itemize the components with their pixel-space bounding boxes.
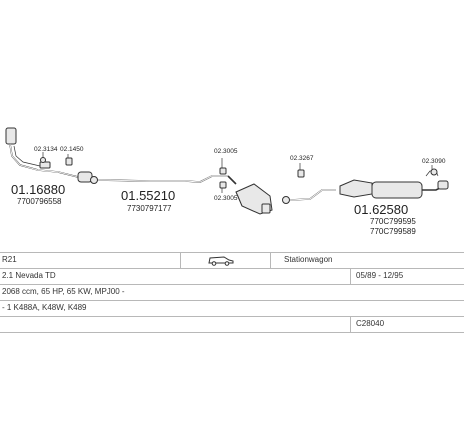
info-row-engine: 2068 ccm, 65 HP, 65 KW, MPJ00 - xyxy=(0,284,464,300)
part-number-1: 01.16880 xyxy=(11,182,65,197)
part-number-3: 01.62580 xyxy=(354,202,408,217)
model-text: R21 xyxy=(2,255,17,264)
part-oem-1: 7700796558 xyxy=(17,197,62,206)
part-oem-2: 7730797177 xyxy=(127,204,172,213)
body-type-text: Stationwagon xyxy=(284,255,333,264)
station-wagon-icon xyxy=(208,254,234,271)
vehicle-info-table: R21 Stationwagon 2.1 Nevada TD 05/89 - 1… xyxy=(0,252,464,333)
center-pipe-drawing xyxy=(90,175,228,184)
info-row-codes: - 1 K488A, K48W, K489 xyxy=(0,300,464,316)
connector-pipe-drawing xyxy=(282,189,336,204)
middle-silencer-drawing xyxy=(227,175,273,215)
engine-codes-text: - 1 K488A, K48W, K489 xyxy=(2,303,87,312)
front-pipe-drawing xyxy=(5,127,93,183)
engine-text: 2068 ccm, 65 HP, 65 KW, MPJ00 - xyxy=(2,287,125,296)
fitting-label-5: 02.3267 xyxy=(290,155,314,162)
rear-silencer-drawing xyxy=(339,170,449,199)
info-row-ref: C28040 xyxy=(0,316,464,333)
exhaust-system-diagram: 02.3134 02.1450 02.3005 02.3005 02.3267 … xyxy=(5,127,449,236)
fitting-label-2: 02.1450 xyxy=(60,146,84,153)
fitting-label-1: 02.3134 xyxy=(34,146,58,153)
info-row-variant: 2.1 Nevada TD 05/89 - 12/95 xyxy=(0,268,464,284)
production-dates: 05/89 - 12/95 xyxy=(356,271,404,280)
fitting-label-6: 02.3090 xyxy=(422,158,446,165)
variant-text: 2.1 Nevada TD xyxy=(2,271,56,280)
info-row-model: R21 Stationwagon xyxy=(0,252,464,268)
reference-code: C28040 xyxy=(356,319,385,328)
part-oem-3b: 770C799589 xyxy=(370,227,416,236)
part-oem-3a: 770C799595 xyxy=(370,217,416,226)
fitting-label-3: 02.3005 xyxy=(214,148,238,155)
fitting-label-4: 02.3005 xyxy=(214,195,238,202)
part-number-2: 01.55210 xyxy=(121,188,175,203)
leader-lines xyxy=(42,152,433,193)
